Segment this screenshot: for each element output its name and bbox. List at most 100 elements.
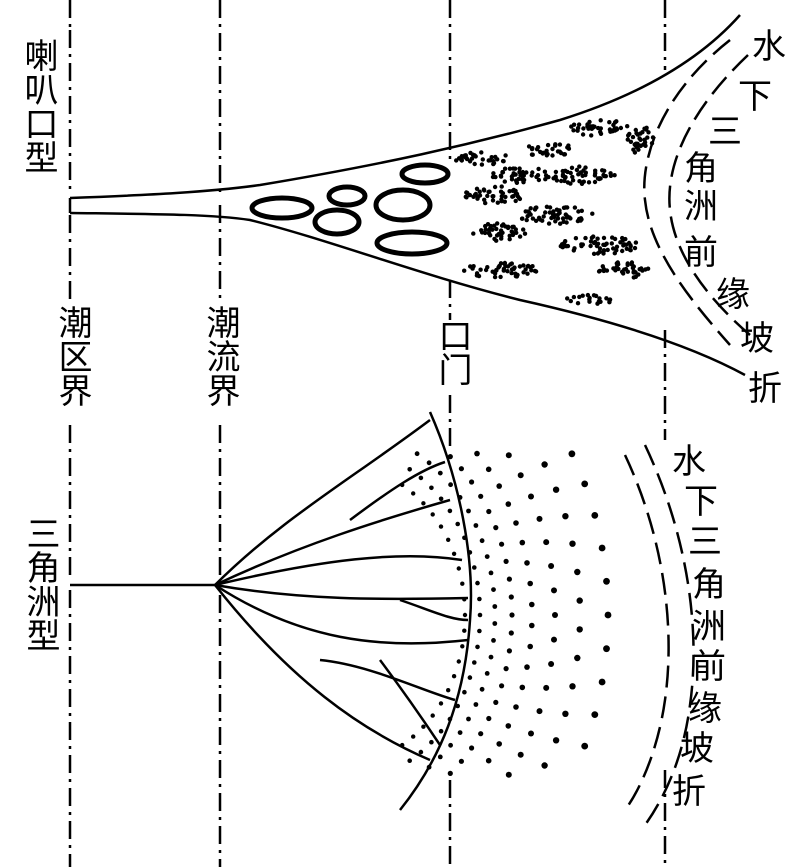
shoal-dot — [576, 172, 581, 177]
shoal-dot — [519, 177, 525, 182]
shoal-dot — [592, 173, 598, 178]
shoal-dot — [460, 581, 465, 586]
top-slope-text-char: 洲 — [684, 187, 718, 227]
shoal-dot — [492, 223, 497, 228]
shoal-dot — [603, 577, 610, 585]
shoal-dot — [554, 207, 560, 212]
shoal-dot — [477, 628, 482, 634]
shoal-dot — [473, 702, 479, 707]
shoal-dot — [488, 570, 494, 576]
shoal-dot — [400, 482, 405, 488]
shoal-dot — [502, 199, 507, 204]
shoal-dot — [490, 194, 495, 199]
shoal-dot — [463, 194, 468, 199]
shoal-dot — [551, 636, 557, 643]
shoal-dot — [579, 208, 584, 213]
shoal-dot — [541, 762, 548, 769]
top-slope-text-char: 缘 — [716, 275, 750, 315]
shoal-dot — [455, 703, 461, 709]
delta-front-dots — [400, 450, 612, 778]
shoal-dot — [511, 171, 516, 176]
shoal-dot — [437, 754, 443, 760]
shoal-dot — [513, 178, 519, 183]
shoal-dot — [590, 211, 595, 216]
shoal-dot — [607, 297, 613, 302]
shoal-dot — [490, 227, 495, 232]
shoal-dot — [482, 230, 488, 236]
shoal-dot — [575, 301, 581, 306]
shoal-dot — [472, 660, 477, 665]
shoal-dot — [477, 189, 482, 194]
shoal-dot — [629, 262, 634, 267]
shoal-dot — [517, 472, 524, 479]
shoal-dot — [553, 169, 559, 175]
shoal-dot — [502, 166, 508, 171]
shoal-dot — [573, 236, 579, 241]
shoal-dot — [636, 147, 641, 152]
shoal-dot — [485, 193, 490, 199]
shoal-dot — [446, 688, 451, 693]
shoal-dot — [479, 150, 484, 155]
shoal-dot — [478, 731, 484, 737]
top-slope-text-char: 坡 — [740, 319, 774, 359]
shoal-dot — [486, 158, 491, 163]
shoal-dot — [583, 235, 588, 241]
shoal-dot — [511, 194, 516, 199]
shoal-dot — [561, 219, 566, 224]
shoal-dot — [471, 264, 476, 269]
shoal-dot — [548, 661, 555, 667]
shoal-dot — [438, 701, 444, 706]
shoal-dot — [494, 238, 499, 243]
shoal-dot — [559, 178, 564, 184]
shoal-dot — [524, 217, 529, 223]
shoal-dot — [625, 262, 630, 268]
top-slope-text-char: 折 — [748, 369, 782, 409]
shoal-dot — [575, 125, 581, 131]
shoal-dot — [576, 209, 581, 214]
shoal-dot — [466, 716, 471, 722]
shoal-dot — [483, 223, 488, 229]
shoal-dot — [462, 612, 468, 618]
shoal-dot — [588, 243, 593, 249]
shoal-dot — [519, 684, 526, 691]
shoal-dot — [623, 266, 629, 272]
shoal-dot — [604, 611, 612, 619]
shoal-dot — [528, 493, 534, 500]
shoal-dot — [580, 293, 585, 298]
shoal-dot — [492, 271, 498, 276]
shoal-dot — [482, 197, 487, 202]
shoal-dot — [631, 147, 636, 152]
river-mouth-label: 口门 — [432, 318, 472, 386]
shoal-dot — [447, 770, 453, 777]
shoal-dot — [451, 551, 457, 556]
shoal-dot — [612, 120, 618, 125]
shoal-dot — [492, 604, 498, 609]
shoal-dot — [451, 674, 457, 679]
shoal-dot — [471, 194, 476, 199]
shoal-dot — [462, 268, 467, 273]
delta-type-label: 三角洲型 — [20, 516, 60, 652]
shoal-dot — [495, 200, 500, 205]
shoal-dot — [505, 501, 512, 507]
shoal-dot — [625, 137, 630, 142]
shoal-dot — [633, 127, 638, 133]
shoal-dot — [474, 273, 480, 278]
shoal-dot — [500, 191, 506, 196]
shoal-dot — [501, 159, 506, 164]
shoal-dot — [418, 749, 424, 755]
top-slope-text-char: 前 — [684, 233, 718, 273]
shoal-dot — [630, 134, 636, 140]
shoal-dot — [537, 217, 543, 222]
shoal-dot — [536, 708, 543, 715]
shoal-dot — [437, 470, 443, 476]
shoal-dot — [524, 664, 530, 670]
shoal-dot — [553, 219, 558, 224]
shoal-dot — [519, 216, 525, 221]
shoal-dot — [562, 178, 567, 184]
bottom-slope-text-char: 三 — [688, 522, 722, 562]
shoal-dot — [482, 188, 487, 193]
delta-front-arc — [399, 411, 473, 811]
shoal-dot — [513, 198, 518, 204]
shoal-dot — [502, 179, 507, 184]
